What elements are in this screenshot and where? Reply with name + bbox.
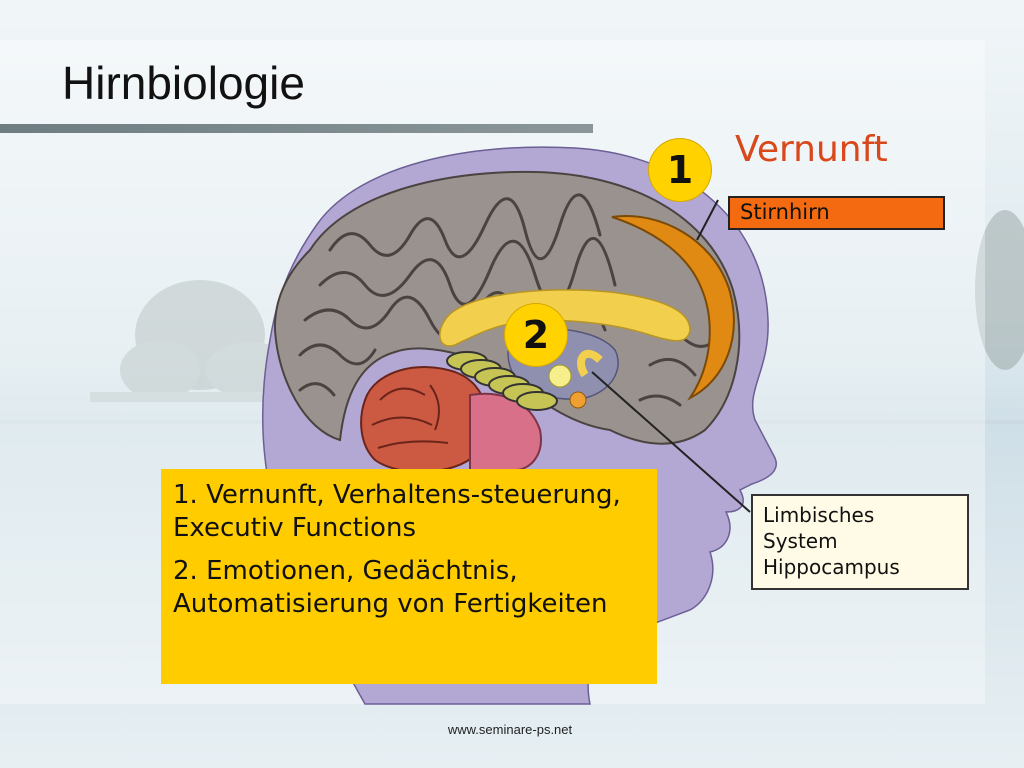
limbic-leader-line: [591, 371, 751, 513]
info-box: 1. Vernunft, Verhaltens-steuerung, Execu…: [161, 469, 657, 684]
limbic-line-1: Limbisches: [763, 503, 875, 527]
footer: www.seminare-ps.net: [0, 722, 1024, 737]
info-item-1: 1. Vernunft, Verhaltens-steuerung, Execu…: [173, 480, 621, 543]
cerebellum: [360, 366, 488, 473]
limbic-line-3: Hippocampus: [763, 555, 900, 579]
stirnhirn-label-box: Stirnhirn: [728, 196, 945, 230]
amygdala: [569, 391, 587, 409]
fornix-arc: [577, 349, 603, 378]
footer-url: www.seminare-ps.net: [447, 722, 573, 737]
cerebellum-folds: [371, 384, 449, 449]
hypothalamus: [548, 364, 572, 388]
region-badge-1: 1: [649, 139, 711, 201]
corpus-callosum: [439, 289, 691, 347]
region-badge-2: 2: [505, 304, 567, 366]
stirnhirn-leader-line: [696, 199, 719, 241]
title-underline: [0, 124, 593, 133]
info-item-2: 2. Emotionen, Gedächtnis, Automatisierun…: [173, 556, 608, 619]
limbic-line-2: System: [763, 529, 838, 553]
slide-title: Hirnbiologie: [62, 57, 305, 109]
vernunft-label: Vernunft: [735, 129, 888, 170]
limbic-label-box: Limbisches System Hippocampus: [751, 494, 969, 590]
prefrontal-crescent: [611, 215, 735, 401]
hippocampus-illustration: [446, 351, 558, 411]
